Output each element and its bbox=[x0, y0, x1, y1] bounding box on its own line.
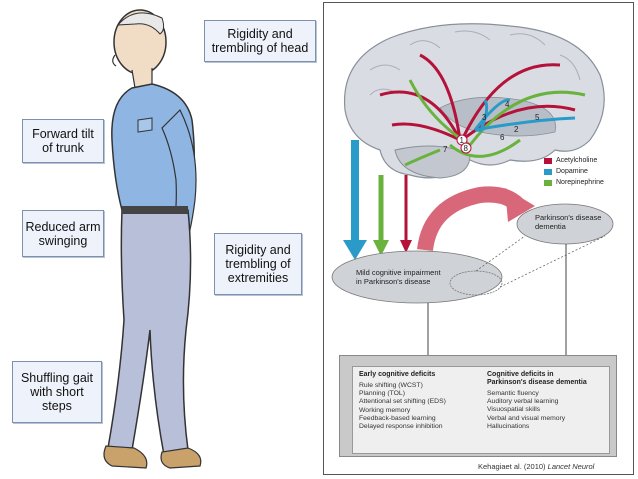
acetylcholine-pathway bbox=[379, 53, 576, 142]
region-number: 4 bbox=[505, 100, 510, 109]
region-number: 7 bbox=[443, 145, 448, 154]
citation-journal: Lancet Neurol bbox=[547, 462, 595, 471]
brain-region-numbers: 1 2 3 4 5 6 7 8 bbox=[443, 100, 540, 154]
symptom-trunk-label: Forward tilt of trunk bbox=[22, 119, 104, 163]
region-number: 8 bbox=[464, 144, 469, 153]
early-deficits-column: Early cognitive deficits Rule shifting (… bbox=[353, 367, 481, 453]
pdd-deficit-item: Hallucinations bbox=[487, 422, 530, 430]
region-number: 3 bbox=[482, 113, 487, 122]
legend-dopamine: Dopamine bbox=[544, 168, 588, 175]
legend-norepinephrine: Norepinephrine bbox=[544, 179, 604, 186]
early-deficits-title: Early cognitive deficits bbox=[359, 371, 436, 378]
early-deficit-item: Working memory bbox=[359, 406, 411, 414]
cognitive-deficits-box: Early cognitive deficits Rule shifting (… bbox=[339, 355, 617, 457]
early-deficit-item: Attentional set shifting (EDS) bbox=[359, 398, 446, 406]
cognitive-deficits-inner: Early cognitive deficits Rule shifting (… bbox=[352, 366, 610, 454]
pdd-deficits-title: Cognitive deficits in Parkinson's diseas… bbox=[487, 371, 587, 386]
legend-swatch bbox=[544, 179, 552, 186]
pdd-deficits-column: Cognitive deficits in Parkinson's diseas… bbox=[481, 367, 609, 453]
pdd-deficit-item: Auditory verbal learning bbox=[487, 398, 559, 406]
early-deficit-item: Delayed response inhibition bbox=[359, 423, 443, 431]
symptom-head-label: Rigidity and trembling of head bbox=[204, 20, 316, 62]
pdd-label: Parkinson's disease dementia bbox=[535, 213, 602, 231]
symptom-gait-label: Shuffling gait with short steps bbox=[12, 361, 102, 423]
symptom-extremities-label: Rigidity and trembling of extremities bbox=[214, 233, 302, 295]
mci-ellipse bbox=[331, 250, 503, 304]
pdd-deficit-item: Visuospatial skills bbox=[487, 406, 541, 414]
legend-acetylcholine: Acetylcholine bbox=[544, 157, 597, 164]
citation: Kehagiaet al. (2010) Lancet Neurol bbox=[478, 462, 594, 471]
dopamine-pathway bbox=[473, 98, 576, 133]
citation-authors: Kehagiaet al. (2010) bbox=[478, 462, 546, 471]
pdd-deficit-item: Semantic fluency bbox=[487, 390, 539, 397]
descending-arrows bbox=[343, 140, 412, 260]
region-number: 6 bbox=[500, 133, 505, 142]
pdd-ellipse bbox=[516, 203, 614, 245]
early-deficit-item: Feedback-based learning bbox=[359, 414, 436, 422]
legend-swatch bbox=[544, 168, 552, 175]
early-deficit-item: Planning (TOL) bbox=[359, 390, 405, 398]
progression-arrow bbox=[417, 186, 524, 252]
symptom-arm-label: Reduced arm swinging bbox=[22, 210, 104, 257]
mci-label: Mild cognitive impairment in Parkinson's… bbox=[356, 268, 441, 286]
region-number: 5 bbox=[535, 113, 540, 122]
early-deficit-item: Rule shifting (WCST) bbox=[359, 382, 423, 389]
parkinsons-patient-illustration bbox=[103, 9, 202, 469]
legend-swatch bbox=[544, 157, 552, 164]
region-number: 2 bbox=[514, 125, 519, 134]
region-number: 1 bbox=[460, 136, 465, 145]
pdd-deficit-item: Verbal and visual memory bbox=[487, 414, 566, 422]
